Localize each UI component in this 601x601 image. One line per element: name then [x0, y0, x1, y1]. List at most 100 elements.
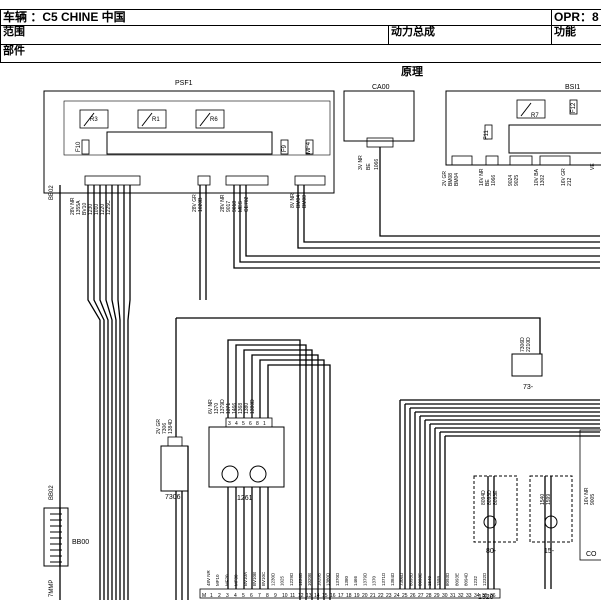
wire-label-bottom: 1371D — [381, 572, 386, 586]
wire-label-psf1-a: 1010 — [94, 204, 100, 215]
wire-psf1-a-5 — [117, 185, 121, 600]
wire-label-psf1-c: CE702 — [244, 196, 250, 212]
wire-label-1261: 1379D — [220, 399, 226, 414]
wire-1261-4 — [259, 359, 325, 600]
wire-label-bottom: 1232 — [473, 575, 478, 586]
fuse-body-4 — [569, 99, 578, 115]
bb02-top-label: BB02 — [49, 185, 55, 200]
wire-label-bottom: 8094D — [464, 572, 469, 586]
wire-label-bsi-a: BM04 — [454, 173, 460, 186]
pin-number-1261: 3 — [228, 421, 231, 427]
pin-number-bottom: 2 — [218, 593, 221, 599]
wire-label-1261: 1380 — [244, 403, 250, 414]
wire-label-bottom: 1540 — [427, 575, 432, 586]
opr-cell: OPR：8 — [551, 9, 601, 26]
wire-psf1-a-1 — [93, 185, 105, 600]
wiring-diagram: PSF1 CA00 BSI1 R3 R1 R6 R7 F10 F9 MF4 F1… — [43, 80, 601, 601]
wire-label-bottom: BV10C — [261, 571, 266, 586]
wire-label-bottom: 1370 — [372, 575, 377, 586]
pin-number-bottom: 32 — [458, 593, 464, 599]
pin-number-bottom: M — [202, 593, 206, 599]
connector-7306-body — [160, 445, 189, 492]
psf1-label: PSF1 — [175, 80, 193, 87]
wire-label-1261: 1368 — [238, 403, 244, 414]
scope-cell: 范围 — [0, 25, 389, 45]
wire-label-psf1-a: 1225C — [106, 200, 112, 215]
relay-coil-3 — [516, 99, 546, 119]
pin-number-bottom: 17 — [338, 593, 344, 599]
pin-number-bottom: 23 — [386, 593, 392, 599]
fuse-f11-label: F11 — [484, 129, 490, 140]
wire-mes — [245, 185, 600, 257]
relay-r3-label: R3 — [90, 117, 98, 123]
wire-label-psf1-a: 1230 — [88, 204, 94, 215]
connector-80-label: 80- — [486, 548, 497, 555]
wire-label-co: 16V NR — [584, 487, 590, 505]
parts-label: 部件 — [3, 45, 25, 57]
pin-number-bottom: 9 — [274, 593, 277, 599]
section-title: 原理 — [401, 66, 423, 78]
pin-number-bottom: 26 — [410, 593, 416, 599]
psf1-pin-strip-a — [84, 175, 141, 186]
pin-number-bottom: 25 — [402, 593, 408, 599]
wire-label-1261: 1371 — [226, 403, 232, 414]
connector-7306-pin-strip — [167, 436, 183, 447]
pin-number-bottom: 34 — [474, 593, 480, 599]
pin-number-1261: 4 — [235, 421, 238, 427]
wire-label-15: 1599 — [546, 494, 552, 505]
wire-label-73: 7306D — [520, 337, 526, 352]
wire-label-7306: 1384D — [168, 419, 174, 434]
pin-number-bottom: 29 — [434, 593, 440, 599]
pin-number-bottom: 4 — [234, 593, 237, 599]
wire-label-15: 1540 — [540, 494, 546, 505]
parts-cell: 部件 — [0, 44, 601, 63]
fuse-body-0 — [81, 139, 90, 155]
bb02-left-label: BB02 — [49, 485, 55, 500]
bsi1-label: BSI1 — [565, 84, 580, 91]
wire-label-bottom: MF20 — [224, 574, 229, 586]
wire-label-bottom: 8093E — [454, 573, 459, 586]
wire-label-bsi-e: 212 — [567, 177, 573, 186]
pin-number-1261: 6 — [249, 421, 252, 427]
wire-label-bottom: MF30 — [234, 574, 239, 586]
wire-label-1261: 1380D — [250, 399, 256, 414]
pin-number-bottom: 24 — [394, 593, 400, 599]
fuse-body-2 — [305, 139, 314, 155]
wire-label-1261: 1370 — [214, 403, 220, 414]
bsi1-pin-strip-c — [509, 155, 533, 166]
wire-label-psf1-b: 1020B — [198, 197, 204, 212]
wire-label-bottom: 1020B — [307, 573, 312, 586]
bsi1-pin-strip-b — [485, 155, 499, 166]
vehicle-cell: 车辆 ：C5 CHINE 中国 — [0, 9, 552, 26]
wire-label-psf1-a: 1355A — [76, 200, 82, 215]
wire-bundle — [59, 147, 600, 600]
wire-label-7306: 7306 — [162, 423, 168, 434]
pin-number-bottom: 7 — [258, 593, 261, 599]
bottom-connector-number: 1320 — [478, 594, 494, 601]
opr-label: OPR：8 — [554, 10, 599, 24]
relay-r6-label: R6 — [210, 117, 218, 123]
relay-switch-3 — [520, 102, 532, 117]
wire-label-psf1-c: 28V NR — [220, 194, 226, 212]
pin-number-bottom: 14 — [314, 593, 320, 599]
fuse-mf4-label: MF4 — [306, 141, 312, 154]
scope-label: 范围 — [3, 26, 25, 38]
pin-number-bottom: 8 — [266, 593, 269, 599]
bsi1-ecu-block — [508, 124, 601, 154]
wire-label-1261: 1466 — [232, 403, 238, 414]
component-outlines — [43, 90, 601, 599]
wire-label-73: 2210D — [526, 337, 532, 352]
connector-7306-label: 7306 — [165, 494, 181, 501]
wire-label-bsi-e: 16V GR — [561, 168, 567, 186]
wire-psf1-a-7 — [127, 185, 131, 600]
pin-number-bottom: 16 — [330, 593, 336, 599]
psf1-box — [43, 90, 335, 194]
relay-coil-0 — [79, 109, 109, 129]
pin-number-bottom: 19 — [354, 593, 360, 599]
bsi1-box — [445, 90, 601, 166]
psf1-relay-panel — [63, 100, 331, 156]
fuse-f12-label: F12 — [571, 102, 577, 113]
pin-number-1261: 1 — [263, 421, 266, 427]
relay-switch-1 — [141, 112, 153, 127]
